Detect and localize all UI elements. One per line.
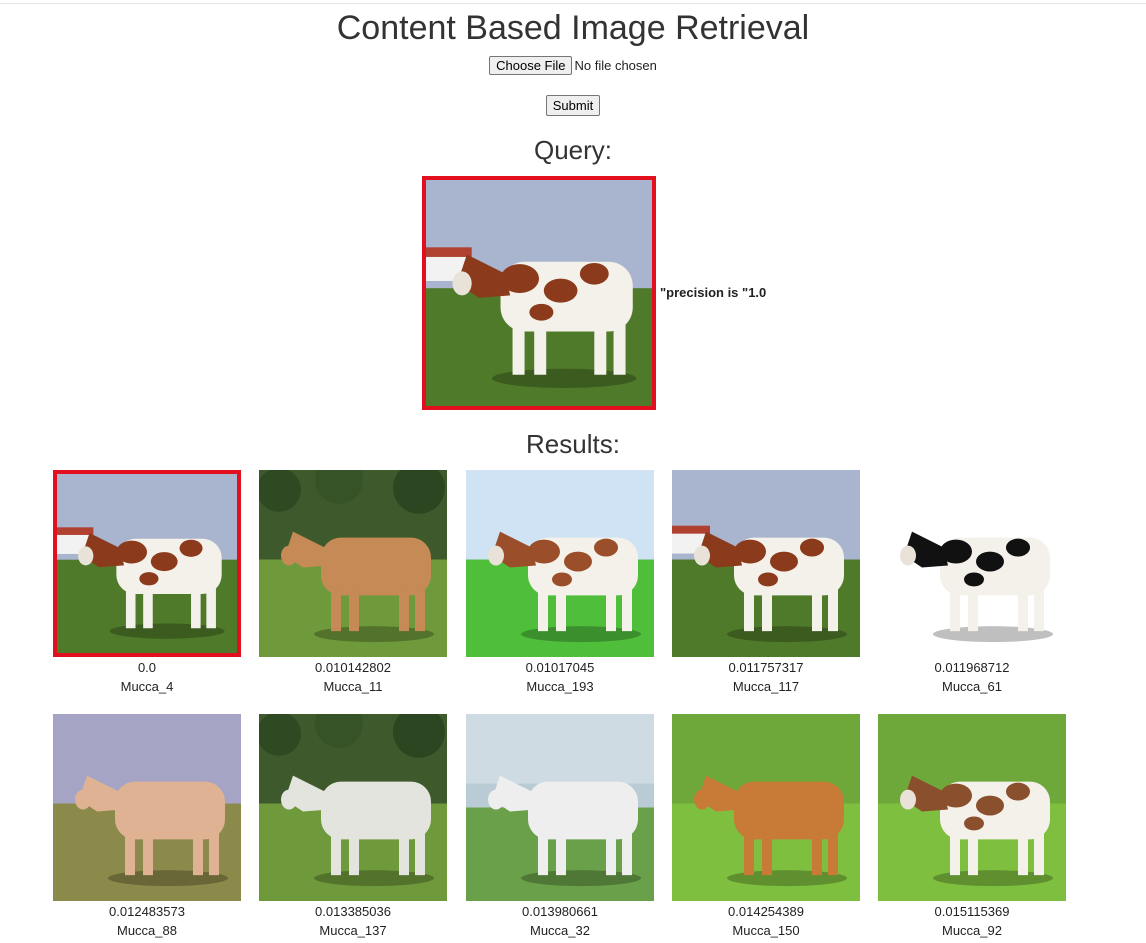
result-thumbnail[interactable] (257, 456, 447, 657)
result-distance: 0.0 (137, 660, 157, 675)
result-name: Mucca_11 (323, 679, 383, 694)
result-name: Mucca_137 (319, 923, 387, 938)
result-name: Mucca_117 (732, 679, 800, 694)
result-name: Mucca_150 (732, 923, 800, 938)
result-distance: 0.011968712 (934, 660, 1010, 675)
result-distance: 0.012483573 (109, 904, 185, 919)
result-distance: 0.013980661 (522, 904, 598, 919)
choose-file-button[interactable]: Choose File (489, 56, 573, 75)
result-name: Mucca_88 (117, 923, 177, 938)
file-status-text: No file chosen (574, 57, 657, 73)
result-distance: 0.014254389 (728, 904, 804, 919)
result-distance: 0.013385036 (315, 904, 391, 919)
submit-button[interactable]: Submit (545, 95, 601, 116)
result-distance: 0.01017045 (525, 660, 595, 675)
result-thumbnail[interactable] (466, 470, 654, 657)
result-name: Mucca_193 (526, 679, 594, 694)
result-thumbnail[interactable] (878, 470, 1066, 657)
results-heading: Results: (526, 429, 620, 459)
submit-row: Submit (0, 95, 1146, 116)
result-distance: 0.011757317 (728, 660, 804, 675)
result-name: Mucca_4 (120, 679, 174, 694)
result-thumbnail[interactable] (672, 470, 860, 657)
result-distance: 0.015115369 (934, 904, 1010, 919)
result-thumbnail[interactable] (53, 714, 241, 901)
result-thumbnail[interactable] (257, 700, 447, 901)
result-distance: 0.010142802 (315, 660, 391, 675)
result-thumbnail[interactable] (466, 714, 654, 901)
result-name: Mucca_32 (530, 923, 590, 938)
precision-label: "precision is "1.0 (660, 285, 767, 300)
page-title: Content Based Image Retrieval (336, 9, 810, 47)
result-name: Mucca_92 (942, 923, 1002, 938)
result-thumbnail[interactable] (672, 714, 860, 901)
result-thumbnail[interactable] (878, 714, 1066, 901)
result-thumbnail[interactable] (53, 470, 241, 657)
top-divider (0, 3, 1146, 4)
query-heading: Query: (533, 135, 613, 165)
query-image (422, 176, 656, 410)
result-name: Mucca_61 (942, 679, 1002, 694)
